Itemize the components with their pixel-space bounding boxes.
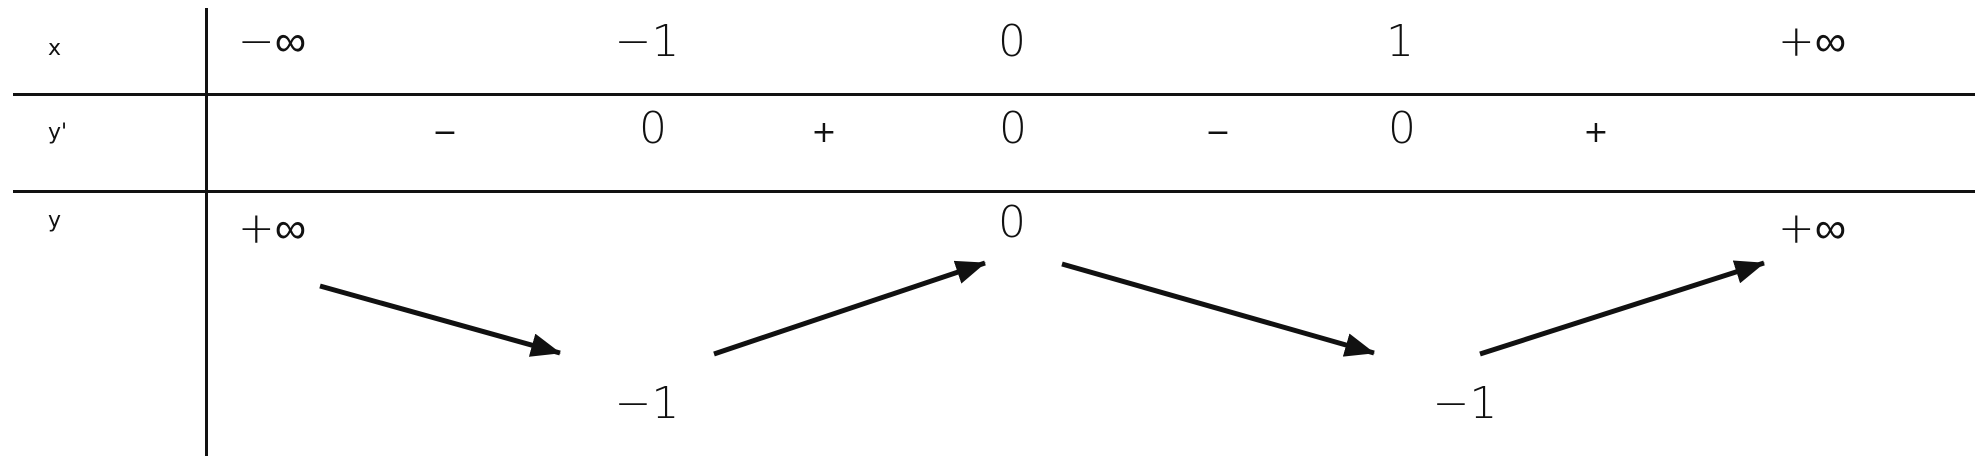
arrow-increasing-right — [1479, 260, 1765, 357]
derivative-sign-1: − — [432, 115, 458, 150]
y-value-local-min-right: −1 — [1432, 378, 1498, 429]
arrow-decreasing-right — [1061, 261, 1375, 357]
y-value-local-max: 0 — [998, 197, 1026, 248]
row-label-y: y — [48, 208, 62, 233]
row-divider-top — [13, 93, 1975, 96]
x-value-pos-inf: +∞ — [1777, 16, 1847, 67]
derivative-sign-4: + — [1583, 115, 1609, 150]
derivative-sign-3: − — [1205, 115, 1231, 150]
y-value-right-infinity: +∞ — [1777, 203, 1847, 254]
x-value-neg-one: −1 — [614, 16, 680, 67]
arrow-decreasing-left — [319, 283, 561, 357]
derivative-zero-3: 0 — [1388, 103, 1416, 154]
label-column-divider — [205, 8, 208, 456]
y-value-left-infinity: +∞ — [237, 203, 307, 254]
row-divider-bottom — [13, 190, 1975, 193]
row-label-x: x — [48, 36, 62, 61]
row-label-y-prime: y' — [48, 120, 68, 145]
x-value-neg-inf: −∞ — [237, 16, 307, 67]
arrow-increasing-left — [713, 260, 986, 357]
derivative-sign-2: + — [811, 115, 837, 150]
x-value-one: 1 — [1386, 16, 1414, 67]
y-value-local-min-left: −1 — [614, 378, 680, 429]
derivative-zero-1: 0 — [639, 103, 667, 154]
derivative-zero-2: 0 — [999, 103, 1027, 154]
x-value-zero: 0 — [998, 16, 1026, 67]
